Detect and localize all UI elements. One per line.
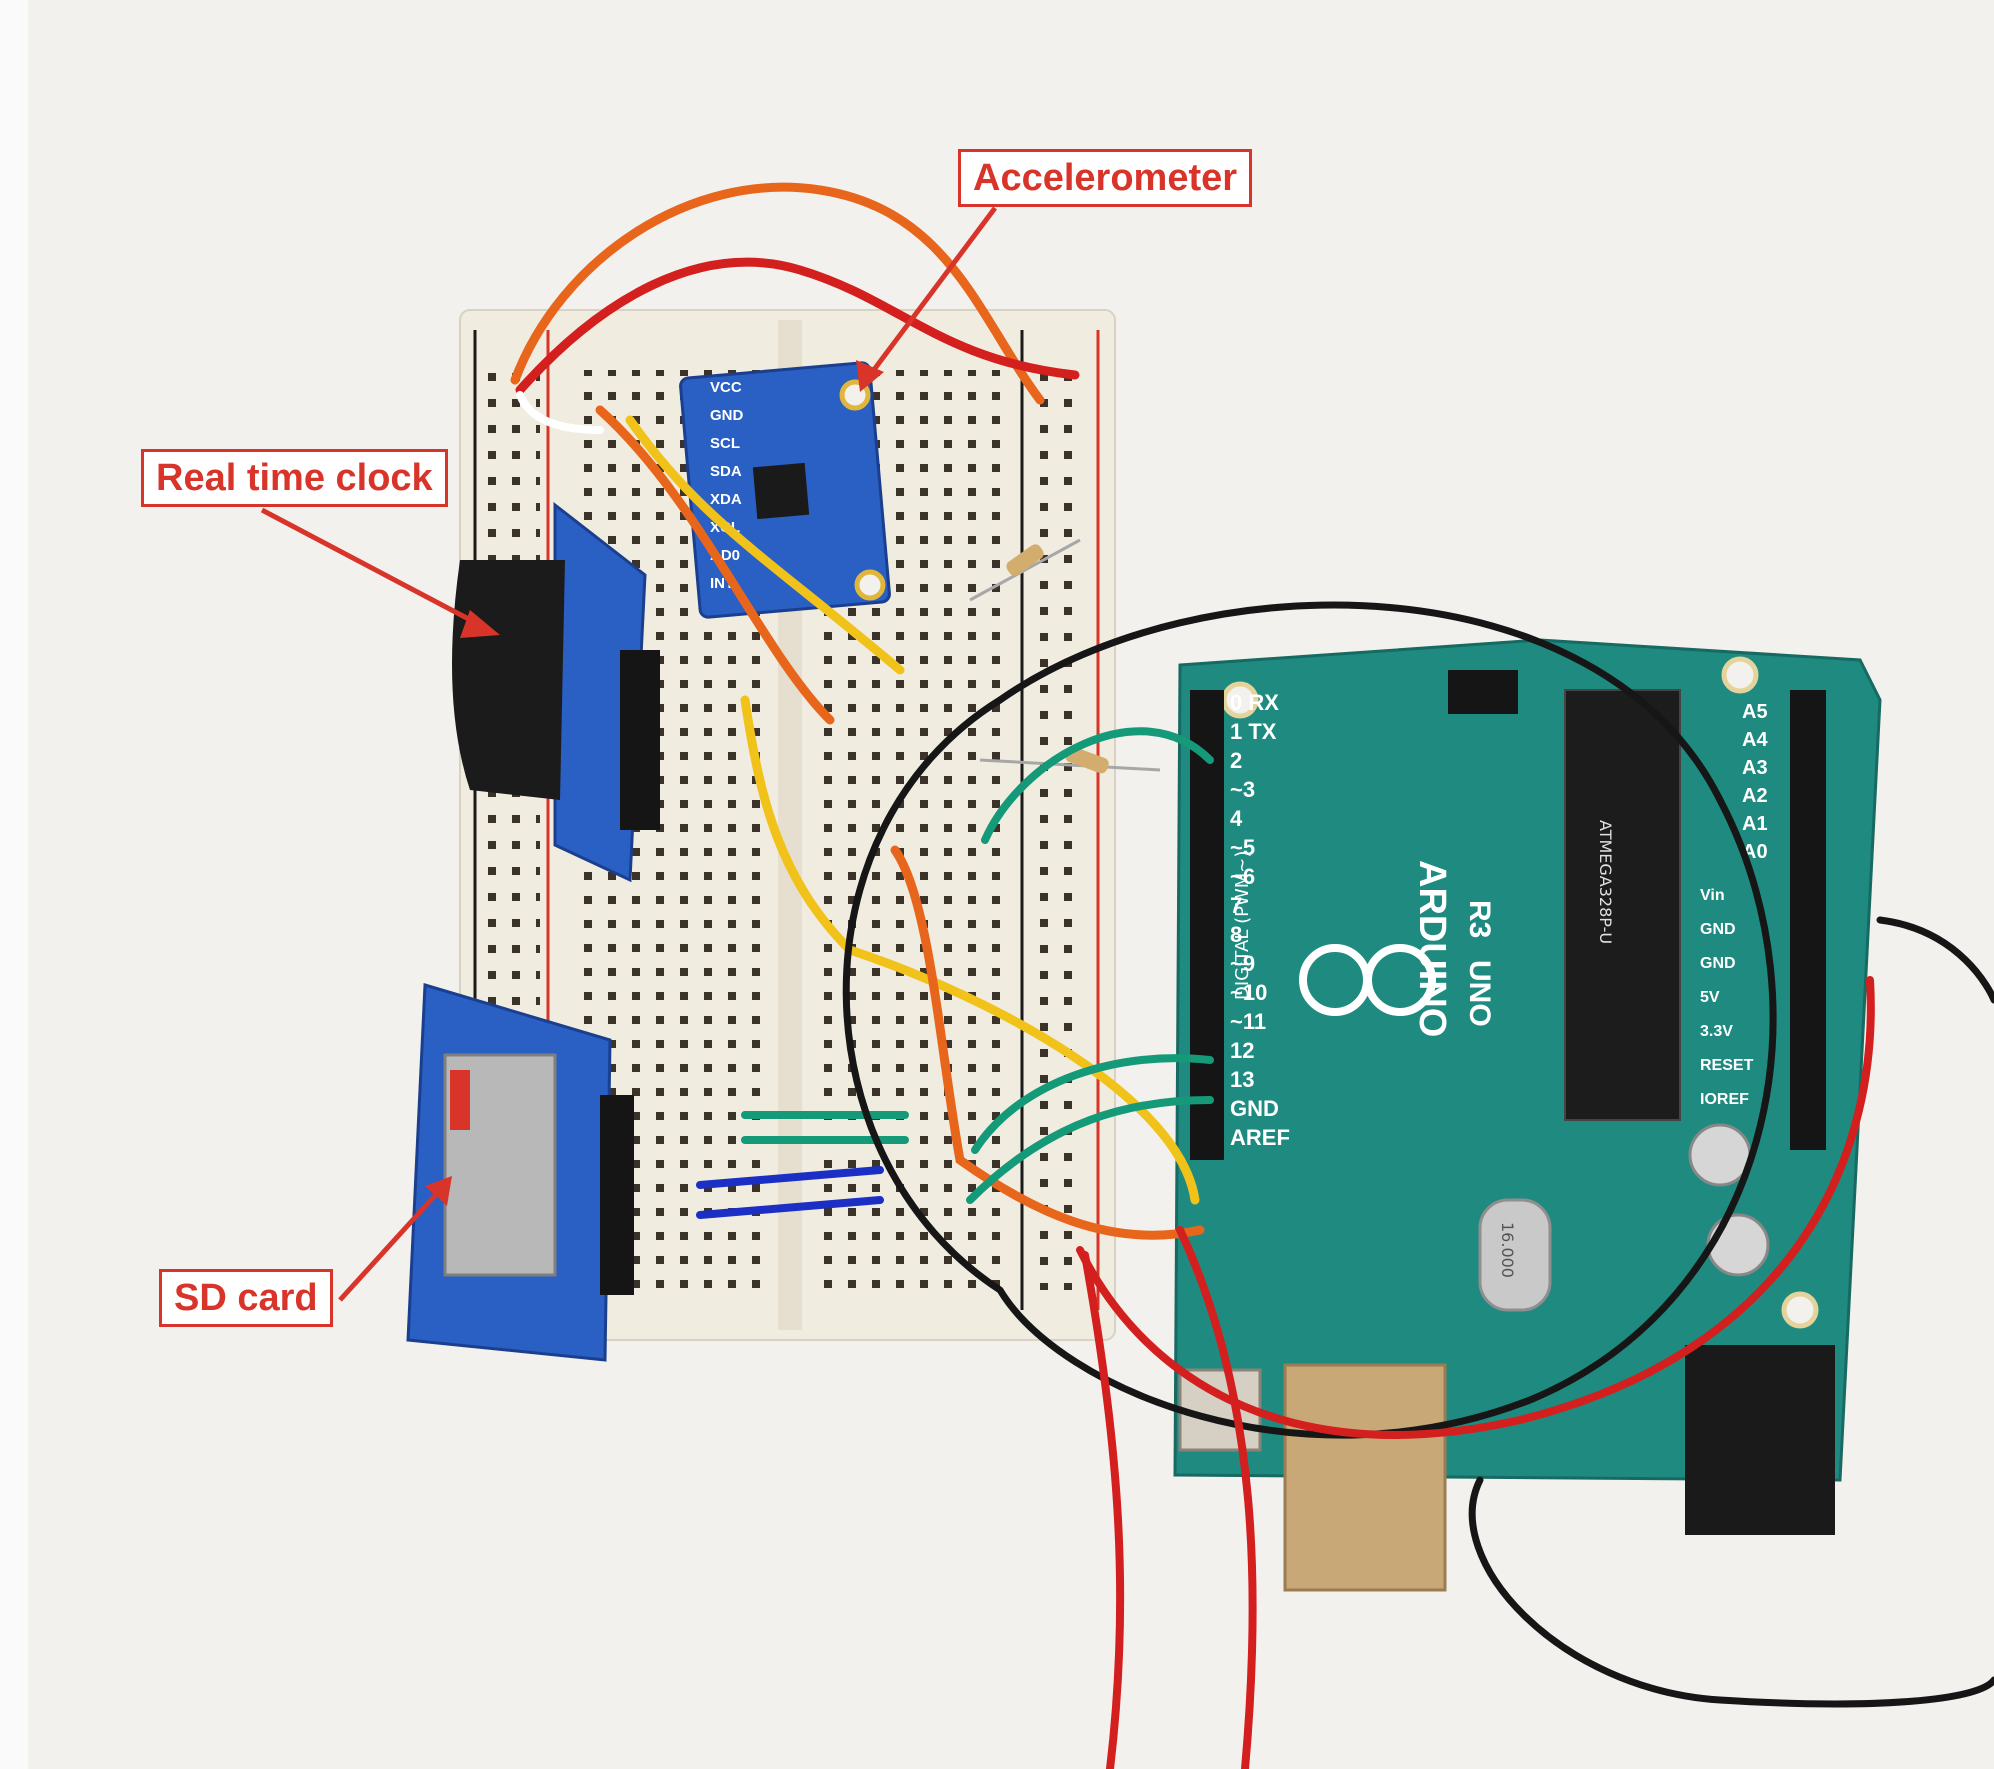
accelerometer-pin-label: SDA: [710, 463, 742, 480]
arrow-line: [867, 206, 998, 377]
analog-pin-label: A4: [1742, 729, 1768, 751]
digital-pin-label: 1 TX: [1230, 719, 1277, 744]
digital-label: DIGITAL (PWM~): [1232, 851, 1253, 1000]
black-wire: [1468, 1476, 1994, 1708]
analog-header: [1790, 690, 1826, 1150]
digital-pin-label: GND: [1230, 1096, 1279, 1121]
dc-jack: [1685, 1345, 1835, 1535]
digital-pin-label: 2: [1230, 748, 1242, 773]
orange-wire: [510, 182, 1045, 405]
power-pin-label: RESET: [1700, 1057, 1754, 1074]
green-wire: [971, 1054, 1214, 1154]
white-wire: [516, 391, 604, 434]
power-pin-label: GND: [1700, 921, 1736, 938]
red-wire: [515, 257, 1080, 395]
annotation-arrows: [260, 206, 998, 1302]
usb-port: [1283, 1363, 1447, 1592]
resistor: [969, 538, 1081, 602]
power-pin-label: Vin: [1700, 887, 1725, 904]
green-wire: [966, 1096, 1214, 1204]
yellow-wire: [625, 415, 905, 675]
arrow-line: [338, 1188, 442, 1302]
power-rail-right: [1032, 370, 1088, 1290]
arduino-logo-icon: [1364, 944, 1436, 1016]
arduino-revision-text: R3: [1463, 900, 1496, 938]
orange-wire: [890, 845, 1205, 1240]
black-wire: [1876, 916, 1994, 1004]
digital-pin-label: 7: [1230, 893, 1242, 918]
digital-pin-label: ~5: [1230, 835, 1255, 860]
yellow-wire: [740, 695, 1200, 1205]
mounting-hole: [854, 569, 886, 601]
accelerometer-callout: Accelerometer: [958, 149, 1253, 207]
real-time-clock-callout: Real time clock: [141, 449, 448, 507]
green-wire: [981, 727, 1214, 844]
mounting-hole: [1721, 656, 1759, 694]
arrow-head-icon: [856, 360, 884, 392]
resistor: [979, 746, 1161, 774]
accelerometer-pin-label: SCL: [710, 435, 740, 452]
capacitor: [1706, 1213, 1770, 1277]
sd-header-pins: [600, 1095, 634, 1295]
digital-pin-label: 13: [1230, 1067, 1254, 1092]
digital-pin-label: ~11: [1230, 1009, 1266, 1034]
mpu-chip: [752, 462, 810, 520]
arrow-head-icon: [460, 610, 500, 638]
sd-card-callout: SD card: [159, 1269, 333, 1327]
digital-pin-label: ~6: [1230, 864, 1255, 889]
capacitor: [1688, 1123, 1752, 1187]
crystal-marking: 16.000: [1498, 1222, 1517, 1278]
power-pin-label: 3.3V: [1700, 1023, 1733, 1040]
orange-wire: [595, 405, 835, 725]
accelerometer-pin-label: VCC: [710, 379, 742, 396]
digital-header: [1190, 690, 1224, 1160]
digital-pin-label: ~3: [1230, 777, 1255, 802]
accelerometer-pin-label: XDA: [710, 491, 742, 508]
digital-pin-label: 12: [1230, 1038, 1254, 1063]
arduino-model-text: UNO: [1463, 960, 1496, 1027]
digital-pin-label: 0 RX: [1230, 690, 1279, 715]
analog-pin-label: A5: [1742, 701, 1768, 723]
digital-pin-label: ~10: [1230, 980, 1267, 1005]
accelerometer-pin-label: GND: [710, 407, 744, 424]
red-wire: [1081, 1251, 1125, 1769]
sd-card: [450, 1070, 470, 1130]
digital-pin-label: 8: [1230, 922, 1242, 947]
chip-marking: ATMEGA328P-U: [1596, 820, 1615, 944]
rtc-header-pins: [620, 650, 660, 830]
power-pin-label: GND: [1700, 955, 1736, 972]
crystal: [1478, 1198, 1552, 1312]
red-wire: [1176, 1226, 1257, 1769]
atmega-chip: [1564, 689, 1681, 1121]
blue-wire: [696, 1166, 884, 1189]
arrow-head-icon: [425, 1176, 452, 1206]
digital-pin-label: ~9: [1230, 951, 1255, 976]
coin-cell-battery: [452, 560, 565, 800]
blue-wire: [696, 1196, 884, 1219]
power-pin-label: 5V: [1700, 989, 1720, 1006]
power-pin-label: IOREF: [1700, 1091, 1749, 1108]
digital-pin-label: AREF: [1230, 1125, 1290, 1150]
arrow-line: [260, 507, 482, 628]
arduino-brand-text: ARDUINO: [1411, 860, 1453, 1037]
sd-card-module: [406, 983, 634, 1362]
digital-pin-label: 4: [1230, 806, 1243, 831]
red-wire: [1076, 976, 1875, 1439]
arduino-uno-board: ARDUINO UNO R3 DIGITAL (PWM~) ATMEGA328P…: [1173, 638, 1882, 1592]
analog-pin-label: A2: [1742, 785, 1768, 807]
icsp-header: [1448, 670, 1518, 714]
analog-pin-label: A1: [1742, 813, 1768, 835]
analog-pin-label: A3: [1742, 757, 1768, 779]
mounting-hole: [1781, 1291, 1819, 1329]
